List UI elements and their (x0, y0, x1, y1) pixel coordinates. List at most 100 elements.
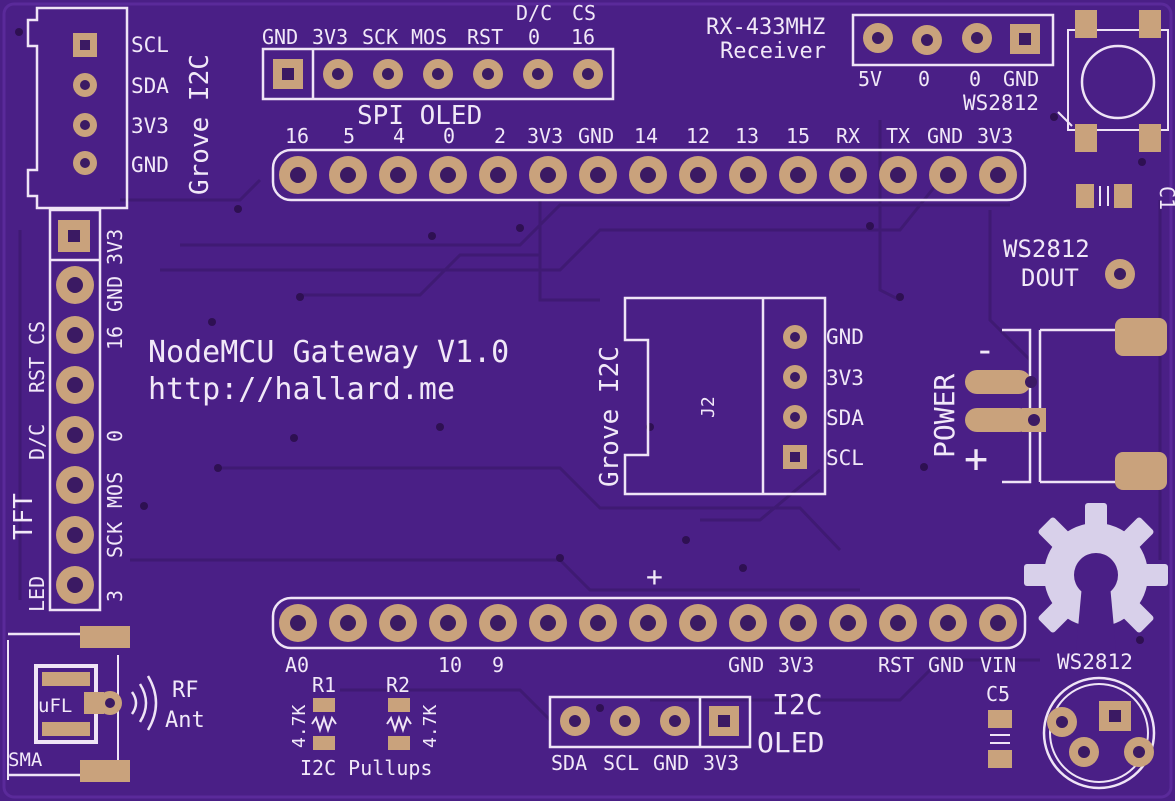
tft-pin-label: SCK (103, 522, 127, 558)
nodemcu-bottom-pad-drill (790, 615, 806, 631)
tft-side-label: LED (25, 576, 49, 612)
tft-pin-label: 0 (103, 430, 127, 442)
grove-j2-title: Grove I2C (595, 346, 625, 487)
nodemcu-top-pad-drill (390, 167, 406, 183)
nodemcu-top-pin-label: 0 (443, 124, 455, 148)
nodemcu-bottom-pin-label: 10 (438, 653, 462, 677)
tft-pads (56, 266, 94, 604)
spi-oled-title: SPI OLED (357, 101, 482, 131)
grove-top-pin-label: GND (131, 153, 169, 177)
grove-j2-pin-label: SDA (826, 406, 864, 430)
nodemcu-bottom-pad-drill (890, 615, 906, 631)
grove-j2-pin-label: GND (826, 325, 864, 349)
grove-top-title: Grove I2C (185, 54, 215, 195)
nodemcu-bottom-pad-drill (340, 615, 356, 631)
tft-side-label: D/C (25, 424, 49, 460)
rf-ufl-label: uFL (38, 695, 72, 717)
ws2812-dout-sublabel: DOUT (1021, 264, 1079, 292)
nodemcu-bottom-pad-drill (640, 615, 656, 631)
board-url: http://hallard.me (148, 372, 455, 407)
polarity-plus-mark: + (646, 560, 663, 593)
nodemcu-top-pin-label: 14 (634, 124, 658, 148)
nodemcu-top-pad-drill (690, 167, 706, 183)
nodemcu-top-pad-drill (540, 167, 556, 183)
resistor-r2-label: R2 (386, 673, 410, 697)
rf-signal-waves-icon (130, 675, 158, 731)
rx433-header (851, 13, 1055, 67)
nodemcu-bottom-pad-drill (840, 615, 856, 631)
nodemcu-bottom-pin-label: A0 (285, 653, 309, 677)
spi-oled-pin-label: 16 (571, 25, 595, 49)
spi-oled-upper-label: CS (572, 1, 596, 25)
nodemcu-bottom-pad-drill (290, 615, 306, 631)
nodemcu-top-header (271, 148, 1027, 202)
tft-pad-drill (67, 577, 83, 593)
grove-top-pin-label: SDA (131, 74, 169, 98)
nodemcu-top-pin-label: RX (836, 124, 860, 148)
nodemcu-top-pin-label: 13 (735, 124, 759, 148)
cap-c1 (1076, 184, 1132, 208)
resistor-r2 (386, 698, 412, 750)
nodemcu-top-pin-label: 5 (343, 124, 355, 148)
resistor-r1 (311, 698, 337, 750)
power-plus: + (964, 436, 988, 482)
grove-top-pin-label: SCL (131, 33, 169, 57)
nodemcu-top-pad-drill (890, 167, 906, 183)
nodemcu-bottom-pad-drill (990, 615, 1006, 631)
i2c-oled-header (548, 695, 752, 749)
ws2812-bottom-label: WS2812 (1057, 650, 1133, 674)
nodemcu-bottom-pin-label: 3V3 (778, 653, 814, 677)
ws2812-bottom-led (1042, 676, 1156, 790)
spi-oled-pin-label: RST (467, 25, 503, 49)
i2c-oled-pin-label: 3V3 (703, 751, 739, 775)
header-outline (271, 148, 1027, 202)
nodemcu-top-pin-label: GND (578, 124, 614, 148)
rx433-pin-label: 5V (858, 67, 882, 91)
nodemcu-bottom-header (271, 596, 1027, 650)
nodemcu-top-pin-label: GND (927, 124, 963, 148)
spi-oled-header (261, 47, 615, 101)
nodemcu-bottom-pad-drill (490, 615, 506, 631)
nodemcu-bottom-pin-label: GND (728, 653, 764, 677)
nodemcu-top-pad-drill (990, 167, 1006, 183)
i2c-oled-title: I2C (772, 688, 823, 721)
rf-antenna-connector (7, 626, 130, 782)
ws2812-dout-drill (1114, 268, 1126, 280)
rf-sublabel: Ant (165, 708, 205, 733)
pullups-label: I2C Pullups (300, 756, 432, 780)
resistor-r1-label: R1 (312, 673, 336, 697)
tft-pin-label: 3 (103, 590, 127, 602)
nodemcu-bottom-pad-drill (540, 615, 556, 631)
ws2812-top-label: WS2812 (963, 91, 1039, 115)
spi-oled-pin-label: 3V3 (312, 25, 348, 49)
nodemcu-top-pin-label: 16 (285, 124, 309, 148)
resistor-r2-value: 4.7K (420, 704, 441, 748)
rx433-pin-label: GND (1003, 67, 1039, 91)
nodemcu-bottom-pad-drill (740, 615, 756, 631)
grove-j2-pin-label: 3V3 (826, 366, 864, 390)
nodemcu-top-pad-drill (590, 167, 606, 183)
rf-label: RF (172, 678, 199, 703)
power-title: POWER (928, 374, 961, 458)
tft-header (48, 208, 102, 612)
tft-pin-label: 16 (103, 326, 127, 350)
nodemcu-bottom-pin-label: VIN (980, 653, 1016, 677)
grove-i2c-top-connector (26, 6, 129, 210)
tft-side-label: CS (25, 321, 49, 345)
tft-pin-label: GND (103, 276, 127, 312)
nodemcu-top-pin-label: 4 (393, 124, 405, 148)
nodemcu-top-labels: 16 5 4 0 2 3V3 GND 14 12 13 15 RX TX GND… (285, 124, 1013, 148)
nodemcu-top-pin-label: 3V3 (977, 124, 1013, 148)
nodemcu-bottom-pad-drill (440, 615, 456, 631)
tft-side-label: RST (25, 357, 49, 393)
nodemcu-top-pad-drill (740, 167, 756, 183)
nodemcu-top-pad-drill (440, 167, 456, 183)
i2c-oled-pin-label: SCL (603, 751, 639, 775)
tft-pin-label: 3V3 (103, 229, 127, 265)
header-outline (271, 596, 1027, 650)
nodemcu-top-pin-label: TX (886, 124, 910, 148)
tft-pad-drill (67, 277, 83, 293)
